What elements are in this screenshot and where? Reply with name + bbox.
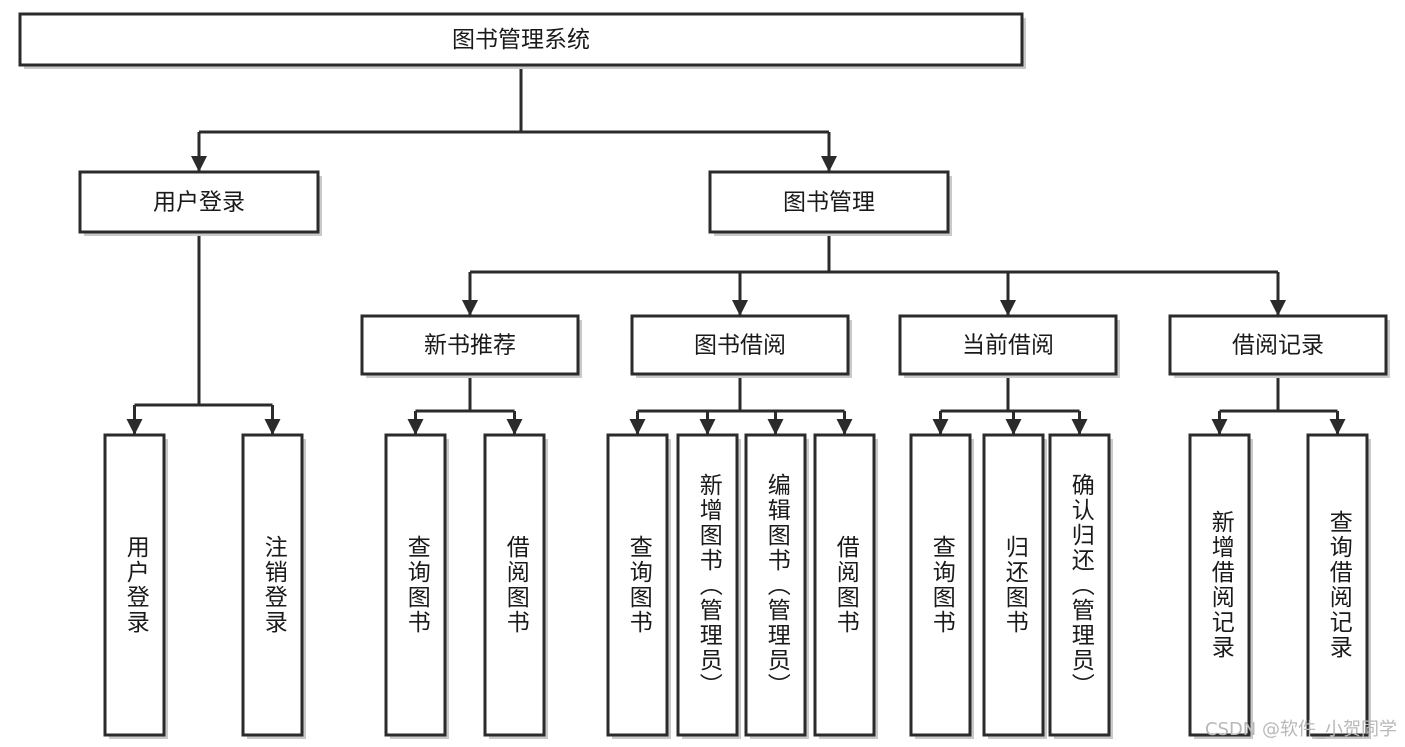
edge-arrowhead-icon <box>264 419 281 435</box>
leaf-node-box[interactable] <box>483 433 546 737</box>
root-node-label: 图书管理系统 <box>452 27 590 53</box>
edge-arrowhead-icon <box>506 419 523 435</box>
level2-node-box[interactable] <box>78 170 320 234</box>
level2-node-label: 图书管理 <box>783 190 875 216</box>
level3-node-label: 借阅记录 <box>1232 333 1324 359</box>
edge-layer <box>126 65 1346 435</box>
level3-node-box[interactable] <box>1168 314 1388 376</box>
edge-arrowhead-icon <box>732 300 748 316</box>
level2-node-label: 用户登录 <box>153 190 245 216</box>
leaf-node-box[interactable] <box>744 433 807 737</box>
leaf-node-box[interactable] <box>241 433 304 737</box>
edge-arrowhead-icon <box>767 419 784 435</box>
level3-node-box[interactable] <box>360 314 580 376</box>
edge-arrowhead-icon <box>191 156 207 172</box>
leaf-node-box[interactable] <box>384 433 447 737</box>
edge-arrowhead-icon <box>1211 419 1228 435</box>
level3-node-label: 图书借阅 <box>694 333 786 359</box>
leaf-node-box[interactable] <box>1048 433 1111 737</box>
leaf-node-box[interactable] <box>606 433 669 737</box>
edge-arrowhead-icon <box>699 419 716 435</box>
leaf-node-box[interactable] <box>982 433 1045 737</box>
leaf-node-box[interactable] <box>813 433 876 737</box>
level3-node-label: 新书推荐 <box>424 333 516 359</box>
edge-arrowhead-icon <box>1329 419 1346 435</box>
level3-node-label: 当前借阅 <box>962 333 1054 359</box>
leaf-node-box[interactable] <box>676 433 739 737</box>
edge-arrowhead-icon <box>629 419 646 435</box>
edge-arrowhead-icon <box>126 419 143 435</box>
root-node-box[interactable] <box>18 12 1024 67</box>
leaf-node-box[interactable] <box>103 433 166 737</box>
edge-arrowhead-icon <box>1270 300 1286 316</box>
csdn-watermark: CSDN @软件_小贺同学 <box>1204 719 1397 740</box>
leaf-node-box[interactable] <box>1306 433 1369 737</box>
node-box-layer <box>18 12 1390 739</box>
edge-arrowhead-icon <box>1000 300 1016 316</box>
leaf-node-box[interactable] <box>909 433 972 737</box>
edge-arrowhead-icon <box>462 300 478 316</box>
leaf-node-box[interactable] <box>1188 433 1251 737</box>
level2-node-box[interactable] <box>708 170 950 234</box>
edge-arrowhead-icon <box>821 156 837 172</box>
level3-node-box[interactable] <box>898 314 1118 376</box>
edge-arrowhead-icon <box>836 419 853 435</box>
edge-arrowhead-icon <box>1005 419 1022 435</box>
level3-node-box[interactable] <box>630 314 850 376</box>
edge-arrowhead-icon <box>1071 419 1088 435</box>
edge-arrowhead-icon <box>407 419 424 435</box>
edge-arrowhead-icon <box>932 419 949 435</box>
